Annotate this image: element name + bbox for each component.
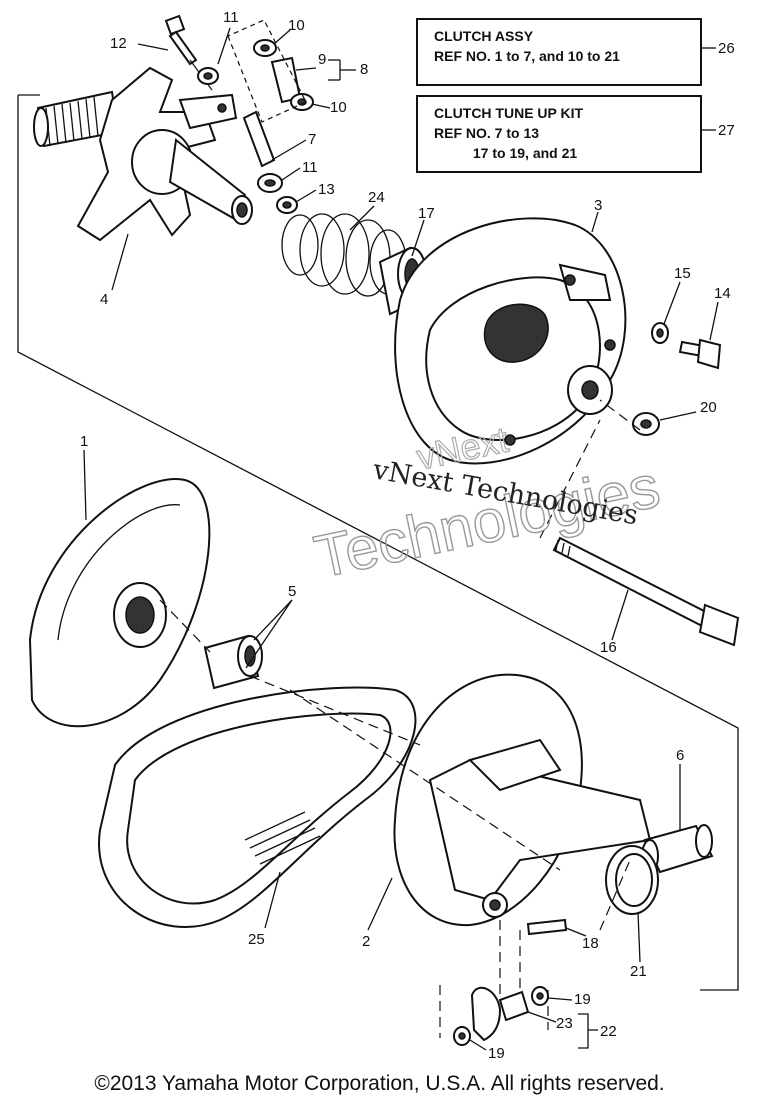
label-3: 3 [594, 197, 602, 214]
part-bushing-5 [203, 634, 263, 690]
label-12: 12 [110, 35, 127, 52]
label-7: 7 [308, 131, 316, 148]
label-20: 20 [700, 399, 717, 416]
part-small-hardware [197, 19, 314, 214]
callout-kit-refs-2: 17 to 19, and 21 [434, 145, 578, 161]
label-22: 22 [600, 1023, 617, 1040]
callout-kit-title: CLUTCH TUNE UP KIT [434, 105, 584, 121]
callout-assy-refs: REF NO. 1 to 7, and 10 to 21 [434, 48, 620, 64]
label-24: 24 [368, 189, 385, 206]
label-6: 6 [676, 747, 684, 764]
part-spring-24 [281, 213, 407, 297]
label-26: 26 [718, 40, 735, 57]
label-4: 4 [100, 291, 108, 308]
label-19-right: 19 [574, 991, 591, 1008]
assembly-bracket-lines [17, 94, 739, 991]
part-bolt-14 [651, 322, 722, 370]
part-washer-20 [632, 412, 660, 436]
label-27: 27 [718, 122, 735, 139]
part-number-labels: 12 11 10 9 8 10 7 11 13 24 17 3 4 15 14 … [80, 9, 735, 1060]
label-17: 17 [418, 205, 435, 222]
assembly-dash-lines [159, 399, 641, 1038]
part-bolt-12 [164, 14, 213, 91]
label-21: 21 [630, 963, 647, 980]
label-15: 15 [674, 265, 691, 282]
part-pin-18 [526, 918, 568, 936]
callout-clutch-assy: CLUTCH ASSY REF NO. 1 to 7, and 10 to 21 [416, 18, 702, 86]
label-2: 2 [362, 933, 370, 950]
label-8: 8 [360, 61, 368, 78]
label-11-bottom: 11 [302, 159, 318, 176]
part-spider-shaft [33, 66, 253, 242]
label-10-top: 10 [288, 17, 305, 34]
label-13: 13 [318, 181, 335, 198]
label-9: 9 [318, 51, 326, 68]
callout-assy-title: CLUTCH ASSY [434, 28, 534, 44]
label-10-bottom: 10 [330, 99, 347, 116]
callout-kit-refs-1: REF NO. 7 to 13 [434, 125, 540, 141]
exploded-parts-diagram: 12 11 10 9 8 10 7 11 13 24 17 3 4 15 14 … [17, 9, 740, 1060]
label-19-left: 19 [488, 1045, 505, 1060]
part-arm-assembly [453, 986, 549, 1046]
part-cover-3 [394, 217, 627, 465]
label-25: 25 [248, 931, 265, 948]
leader-lines [83, 27, 719, 1051]
label-16: 16 [600, 639, 617, 656]
label-14: 14 [714, 285, 731, 302]
copyright-notice: ©2013 Yamaha Motor Corporation, U.S.A. A… [94, 1072, 665, 1095]
label-18: 18 [582, 935, 599, 952]
part-sheave-1 [28, 478, 211, 728]
label-5: 5 [288, 583, 296, 600]
part-sheave-2 [393, 673, 652, 927]
part-bolt-16 [552, 536, 740, 647]
label-1: 1 [80, 433, 88, 450]
label-23: 23 [556, 1015, 573, 1032]
label-11-top: 11 [223, 9, 239, 26]
callout-clutch-tune-up-kit: CLUTCH TUNE UP KIT REF NO. 7 to 13 17 to… [416, 95, 702, 173]
part-ring-21 [605, 845, 659, 915]
part-belt-25 [98, 686, 417, 928]
